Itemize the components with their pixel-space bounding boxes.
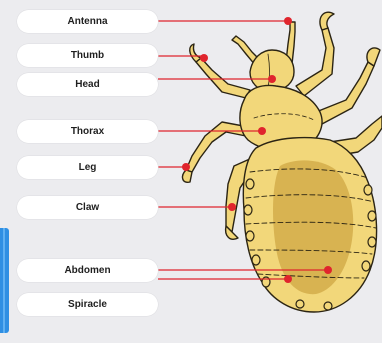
label-spiracle: Spiracle — [17, 293, 158, 316]
dot-abdomen — [324, 266, 332, 274]
dot-claw — [228, 203, 236, 211]
dot-thorax — [258, 127, 266, 135]
dot-leg — [182, 163, 190, 171]
label-leg: Leg — [17, 156, 158, 179]
blue-edge-tab — [0, 228, 9, 333]
label-head: Head — [17, 73, 158, 96]
dot-thumb — [200, 54, 208, 62]
left-front-leg — [190, 44, 250, 98]
dot-antenna — [284, 17, 292, 25]
right-front-leg — [296, 12, 334, 96]
label-claw: Claw — [17, 196, 158, 219]
label-antenna: Antenna — [17, 10, 158, 33]
label-abdomen: Abdomen — [17, 259, 158, 282]
label-thorax: Thorax — [17, 120, 158, 143]
label-thumb: Thumb — [17, 44, 158, 67]
dot-head — [268, 75, 276, 83]
dot-spiracle — [284, 275, 292, 283]
